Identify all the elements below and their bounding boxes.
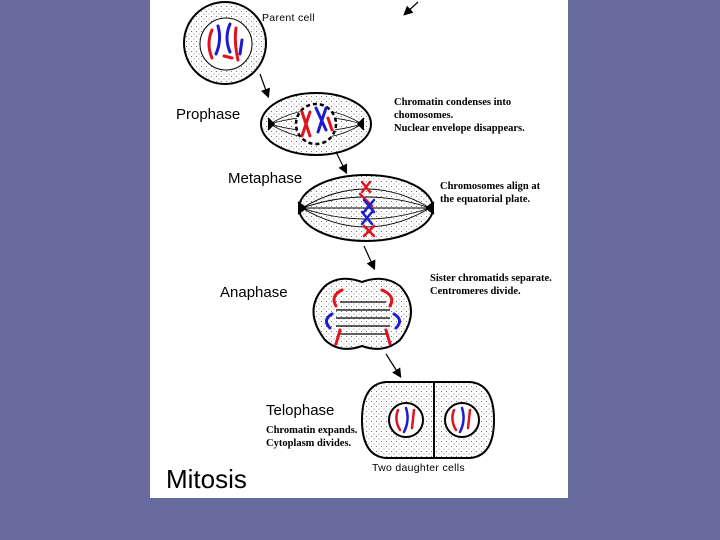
parent-cell-label: Parent cell [262,12,315,24]
stage-arrows [259,1,419,379]
anaphase-label: Anaphase [220,284,288,301]
prophase-note-line-2: chomosomes. [394,110,454,121]
metaphase-note-line-2: the equatorial plate. [440,194,531,205]
prophase-note-line-1: Chromatin condenses into [394,97,512,108]
telophase-note: Chromatin expands. Cytoplasm divides. [266,424,357,450]
mitosis-diagram [183,1,496,459]
parent-cell [183,1,267,85]
metaphase-note-line-1: Chromosomes align at [440,181,541,192]
metaphase-label: Metaphase [228,170,303,187]
anaphase-note-line-2: Centromeres divide. [430,286,521,297]
telophase-note-line-2: Cytoplasm divides. [266,438,352,449]
daughter-cells-label: Two daughter cells [372,462,465,474]
metaphase-cell [297,174,435,242]
prophase-note-line-3: Nuclear envelope disappears. [394,123,525,134]
anaphase-note-line-1: Sister chromatids separate. [430,273,552,284]
metaphase-note: Chromosomes align at the equatorial plat… [440,180,540,206]
prophase-cell [260,92,372,156]
prophase-note: Chromatin condenses into chomosomes. Nuc… [394,96,525,135]
prophase-label: Prophase [176,106,241,123]
anaphase-cell [312,277,412,350]
telophase-note-line-1: Chromatin expands. [266,425,358,436]
slide: Parent cell Prophase Chromatin condenses… [150,0,568,498]
parent-chromosomes [207,22,244,62]
telophase-label: Telophase [266,402,335,419]
diagram-title: Mitosis [166,464,247,494]
telophase-cells [360,381,496,459]
anaphase-note: Sister chromatids separate. Centromeres … [430,272,552,298]
